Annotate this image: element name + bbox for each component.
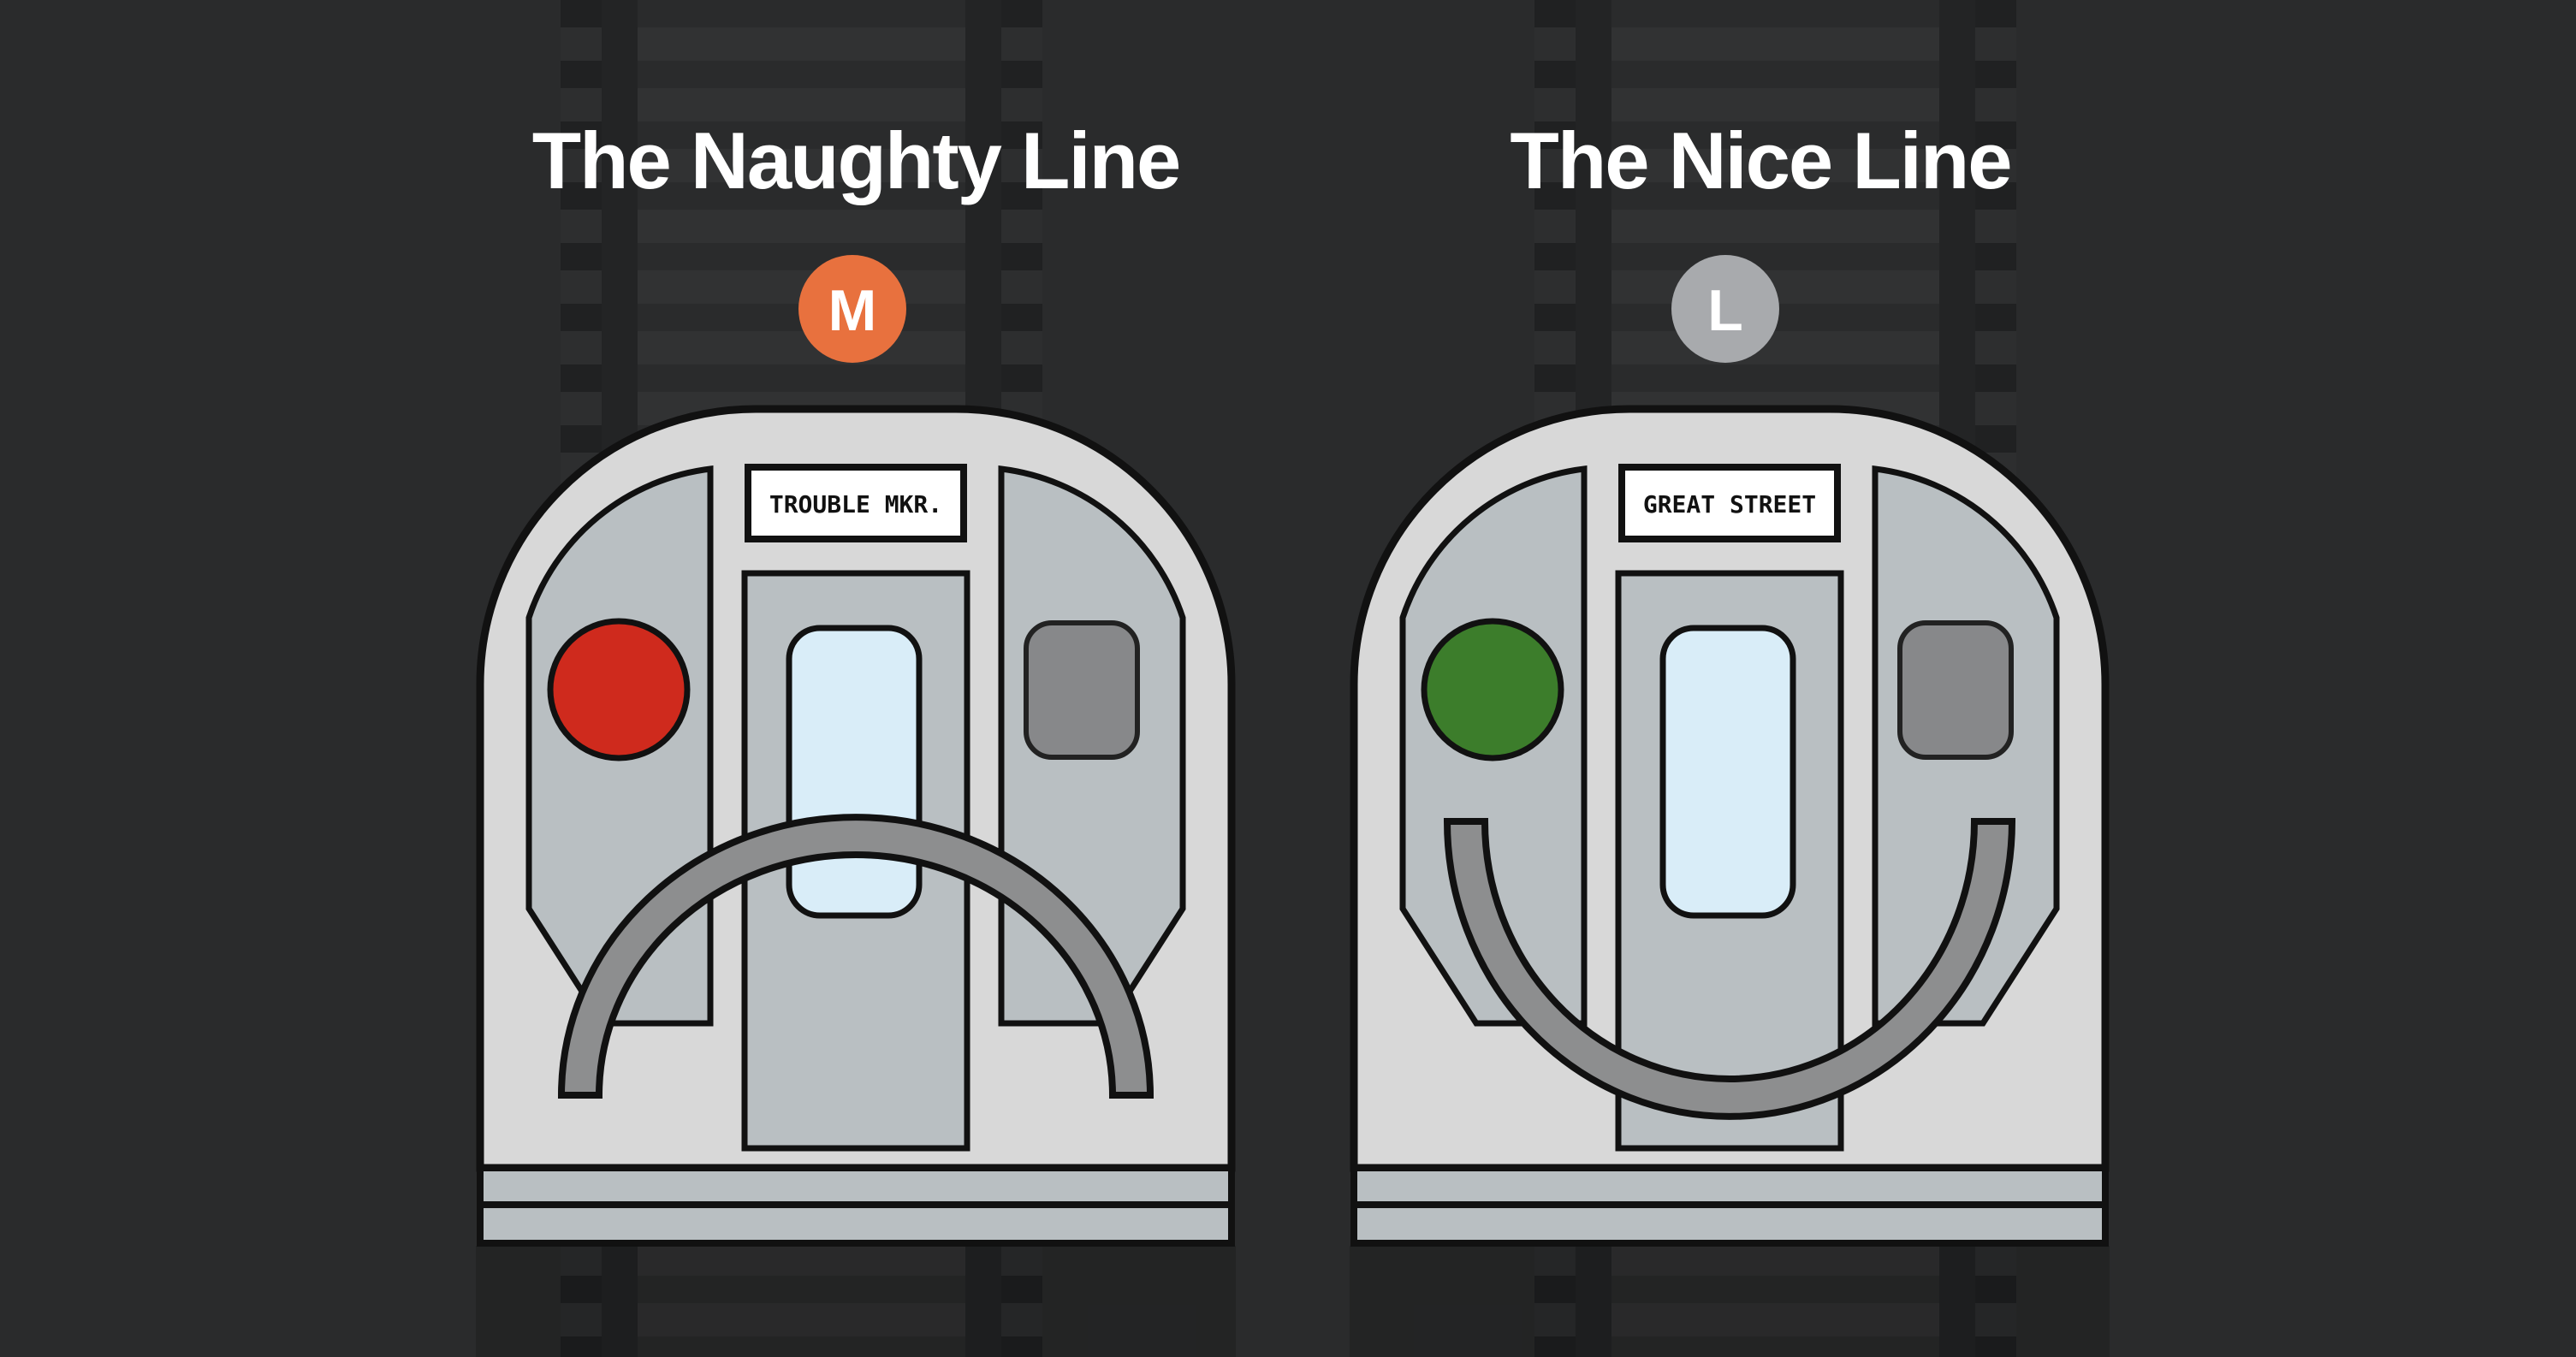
route-badge-l: L — [1671, 255, 1779, 363]
badge-letter: M — [828, 278, 877, 343]
frown-handrail — [557, 814, 1154, 1099]
train-shadow — [1350, 1246, 2110, 1357]
destination-sign-box — [745, 464, 967, 542]
train-front-naughty: TROUBLE MKR. — [476, 405, 1236, 1247]
naughty-line-title: The Naughty Line — [531, 116, 1182, 205]
destination-sign-box — [1618, 464, 1841, 542]
side-window — [1897, 620, 2014, 760]
train-shadow — [476, 1246, 1236, 1357]
badge-circle — [798, 255, 906, 363]
marker-light-green — [1421, 618, 1564, 761]
badge-letter: L — [1707, 278, 1743, 343]
train-front-nice: GREAT STREET — [1350, 405, 2110, 1247]
bumper-band — [477, 1164, 1235, 1208]
side-window — [1024, 620, 1140, 760]
nice-line-title: The Nice Line — [1510, 116, 2012, 205]
marker-light-red — [547, 618, 691, 761]
bumper-band — [1350, 1164, 2109, 1208]
badge-circle — [1671, 255, 1779, 363]
destination-sign-text: TROUBLE MKR. — [769, 490, 942, 519]
smile-handrail — [1443, 818, 2016, 1120]
front-door-window — [786, 625, 923, 919]
route-badge-m: M — [798, 255, 906, 363]
bumper-band — [1350, 1201, 2109, 1247]
bumper-band — [477, 1201, 1235, 1247]
front-door-window — [1659, 625, 1796, 919]
destination-sign-text: GREAT STREET — [1643, 490, 1816, 519]
